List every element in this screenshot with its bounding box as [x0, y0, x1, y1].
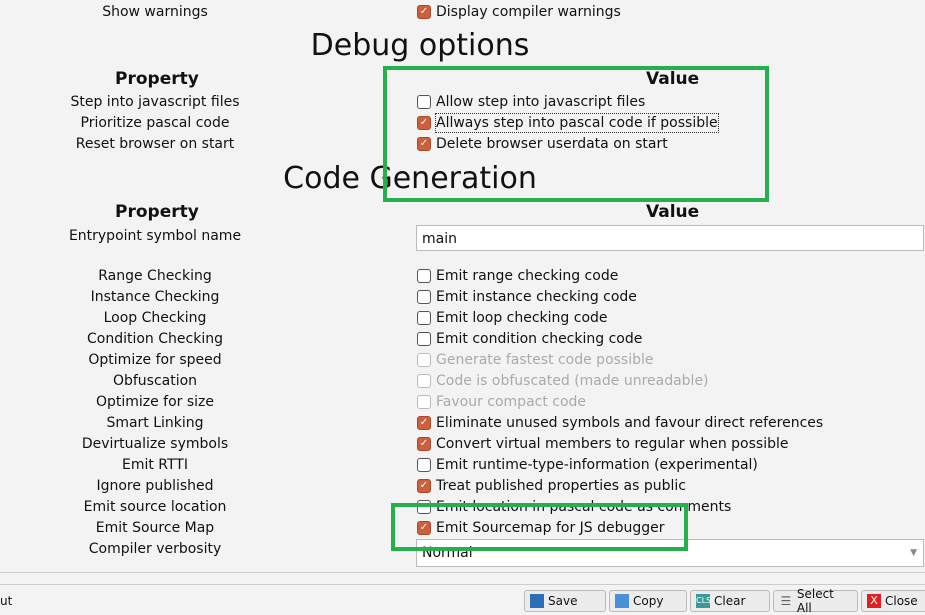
select-all-button[interactable]: ☰ Select All [773, 587, 858, 615]
highlight-box [391, 503, 688, 551]
select-all-icon: ☰ [780, 594, 792, 608]
checkbox-unchecked-icon [417, 269, 431, 283]
option-checkbox: Generate fastest code possible [417, 351, 654, 369]
property-label: Step into javascript files [70, 94, 240, 110]
checkbox-unchecked-icon [417, 332, 431, 346]
checkbox-unchecked-icon [417, 374, 431, 388]
value-header: Value [646, 69, 700, 89]
clear-icon: CLS [696, 594, 711, 608]
property-label: Smart Linking [106, 415, 204, 431]
checkbox-label: Emit condition checking code [436, 331, 643, 347]
property-label: Range Checking [98, 268, 212, 284]
checkbox-label: Generate fastest code possible [436, 352, 654, 368]
checkbox-label: Convert virtual members to regular when … [436, 436, 789, 452]
option-checkbox[interactable]: Emit runtime-type-information (experimen… [417, 456, 758, 474]
option-checkbox: Code is obfuscated (made unreadable) [417, 372, 709, 390]
property-label: Emit Source Map [95, 520, 215, 536]
property-label: Devirtualize symbols [81, 436, 229, 452]
checkbox-checked-icon: ✓ [417, 416, 431, 430]
compiler-verbosity-select[interactable]: Normal▼ [416, 539, 924, 567]
checkbox-label: Emit range checking code [436, 268, 619, 284]
option-checkbox[interactable]: ✓ Emit Sourcemap for JS debugger [417, 519, 665, 537]
option-checkbox[interactable]: ✓ Treat published properties as public [417, 477, 686, 495]
checkbox-checked-icon: ✓ [417, 116, 431, 130]
option-checkbox[interactable]: ✓ Allways step into pascal code if possib… [417, 113, 719, 133]
checkbox-label: Eliminate unused symbols and favour dire… [436, 415, 824, 431]
checkbox-label: Emit instance checking code [436, 289, 637, 305]
close-icon: X [867, 594, 881, 608]
show-warnings-checkbox[interactable]: ✓ Display compiler warnings [417, 3, 621, 21]
option-checkbox[interactable]: Emit condition checking code [417, 330, 642, 348]
property-label: Loop Checking [103, 310, 207, 326]
option-checkbox[interactable]: ✓ Delete browser userdata on start [417, 135, 668, 153]
checkbox-unchecked-icon [417, 458, 431, 472]
checkbox-unchecked-icon [417, 311, 431, 325]
close-button[interactable]: X Close [861, 590, 925, 612]
checkbox-checked-icon: ✓ [417, 437, 431, 451]
property-label: Emit source location [83, 499, 227, 515]
checkbox-checked-icon: ✓ [417, 521, 431, 535]
output-tab-label: ut [0, 594, 13, 608]
show-warnings-label: Show warnings [102, 4, 208, 20]
button-label: Save [548, 594, 578, 608]
checkbox-label: Emit Sourcemap for JS debugger [436, 520, 665, 536]
divider [0, 584, 925, 585]
option-checkbox[interactable]: Emit loop checking code [417, 309, 608, 327]
button-label: Copy [633, 594, 664, 608]
checkbox-label: Delete browser userdata on start [436, 136, 668, 152]
copy-button[interactable]: Copy [609, 590, 687, 612]
checkbox-label: Allways step into pascal code if possibl… [435, 113, 719, 133]
value-header: Value [646, 202, 700, 222]
property-label: Emit RTTI [121, 457, 188, 473]
checkbox-label: Allow step into javascript files [436, 94, 646, 110]
option-checkbox[interactable]: Emit range checking code [417, 267, 618, 285]
option-checkbox[interactable]: ✓ Convert virtual members to regular when… [417, 435, 789, 453]
option-checkbox[interactable]: Allow step into javascript files [417, 93, 645, 111]
property-label: Condition Checking [87, 331, 223, 347]
property-label: Reset browser on start [75, 136, 235, 152]
entrypoint-input[interactable]: main [416, 225, 924, 251]
button-label: Clear [714, 594, 746, 608]
property-header: Property [115, 202, 199, 222]
option-checkbox[interactable]: Emit instance checking code [417, 288, 637, 306]
checkbox-label: Favour compact code [436, 394, 587, 410]
highlight-box [383, 66, 769, 202]
checkbox-icon: ✓ [417, 5, 431, 19]
checkbox-label: Emit loop checking code [436, 310, 608, 326]
button-label: Close [885, 594, 918, 608]
debug-options-title: Debug options [310, 28, 530, 63]
entrypoint-label: Entrypoint symbol name [68, 228, 242, 244]
button-label: Select All [796, 587, 834, 615]
checkbox-label: Display compiler warnings [436, 4, 621, 20]
divider [0, 572, 925, 573]
checkbox-label: Treat published properties as public [436, 478, 686, 494]
option-checkbox[interactable]: ✓ Eliminate unused symbols and favour dir… [417, 414, 823, 432]
property-label: Optimize for speed [88, 352, 222, 368]
property-label: Instance Checking [90, 289, 220, 305]
save-button[interactable]: Save [524, 590, 606, 612]
chevron-down-icon: ▼ [910, 548, 917, 558]
property-header: Property [115, 69, 199, 89]
checkbox-label: Emit runtime-type-information (experimen… [436, 457, 758, 473]
checkbox-label: Code is obfuscated (made unreadable) [436, 373, 709, 389]
code-generation-title: Code Generation [283, 161, 537, 196]
compiler-verbosity-label: Compiler verbosity [88, 541, 222, 557]
property-label: Ignore published [96, 478, 214, 494]
property-label: Obfuscation [112, 373, 198, 389]
copy-icon [615, 594, 629, 608]
checkbox-checked-icon: ✓ [417, 479, 431, 493]
checkbox-unchecked-icon [417, 95, 431, 109]
property-label: Optimize for size [95, 394, 215, 410]
checkbox-checked-icon: ✓ [417, 137, 431, 151]
save-icon [530, 594, 544, 608]
option-checkbox: Favour compact code [417, 393, 586, 411]
checkbox-unchecked-icon [417, 353, 431, 367]
checkbox-unchecked-icon [417, 395, 431, 409]
property-label: Prioritize pascal code [80, 115, 230, 131]
checkbox-unchecked-icon [417, 290, 431, 304]
